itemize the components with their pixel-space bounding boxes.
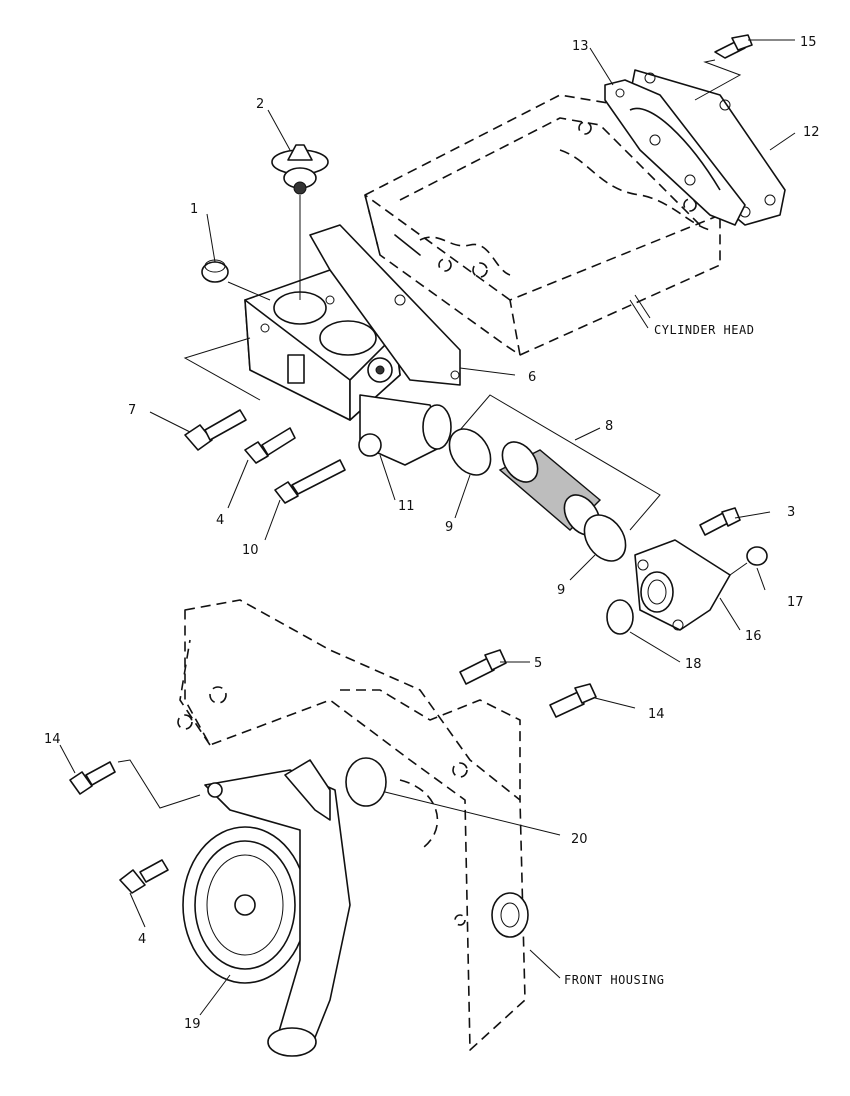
- part-10-bolt: [274, 459, 346, 504]
- part-19-water-pump: [182, 759, 351, 1057]
- mounting-leader: [183, 337, 261, 401]
- part-20-o-ring: [345, 757, 387, 807]
- callout-4-upper: 4: [216, 513, 224, 528]
- part-8-hose-assembly: [448, 394, 661, 562]
- callout-11: 11: [398, 499, 415, 514]
- part-14-bolt-right: [549, 683, 597, 718]
- callout-17: 17: [787, 595, 804, 610]
- callout-19: 19: [184, 1017, 201, 1032]
- part-14-bolt-left: [69, 759, 201, 809]
- callout-13: 13: [572, 39, 589, 54]
- front-housing-outline: [177, 599, 529, 1051]
- gasket-6-leader-dash: [394, 234, 421, 256]
- part-16-elbow: [634, 539, 731, 631]
- part-17-plug: [729, 546, 768, 576]
- callout-9-right: 9: [557, 583, 565, 598]
- part-4-bolt-lower: [119, 859, 169, 894]
- callout-14-right: 14: [648, 707, 665, 722]
- callout-20: 20: [571, 832, 588, 847]
- callout-6: 6: [528, 370, 536, 385]
- leader-lines: [59, 39, 796, 1016]
- part-2-thermostat: [271, 144, 329, 300]
- callout-16: 16: [745, 629, 762, 644]
- callout-14-left: 14: [44, 732, 61, 747]
- part-7-bolt: [184, 409, 247, 451]
- callout-4-lower: 4: [138, 932, 146, 947]
- front-housing-label: FRONT HOUSING: [564, 973, 664, 987]
- callout-labels: 1 2 3 4 4 5 6 7 8 9 9 10 11 12 13 14 14 …: [44, 35, 820, 1032]
- callout-5: 5: [534, 656, 542, 671]
- part-4-bolt-upper: [244, 427, 296, 464]
- part-6-gasket: [309, 224, 461, 386]
- cylinder-head-label: CYLINDER HEAD: [654, 323, 754, 337]
- part-3-bolt: [699, 507, 741, 536]
- cylinder-head-outline: [364, 94, 721, 356]
- part-13-cover-gasket: [604, 79, 746, 226]
- callout-18: 18: [685, 657, 702, 672]
- callout-15: 15: [800, 35, 817, 50]
- part-5-bolt: [459, 649, 507, 685]
- callout-10: 10: [242, 543, 259, 558]
- callout-7: 7: [128, 403, 136, 418]
- callout-3: 3: [787, 505, 795, 520]
- callout-1: 1: [190, 202, 198, 217]
- callout-8: 8: [605, 419, 613, 434]
- part-15-bolt: [694, 34, 753, 101]
- part-18-o-ring: [606, 599, 634, 635]
- callout-2: 2: [256, 97, 264, 112]
- callout-9-left: 9: [445, 520, 453, 535]
- callout-12: 12: [803, 125, 820, 140]
